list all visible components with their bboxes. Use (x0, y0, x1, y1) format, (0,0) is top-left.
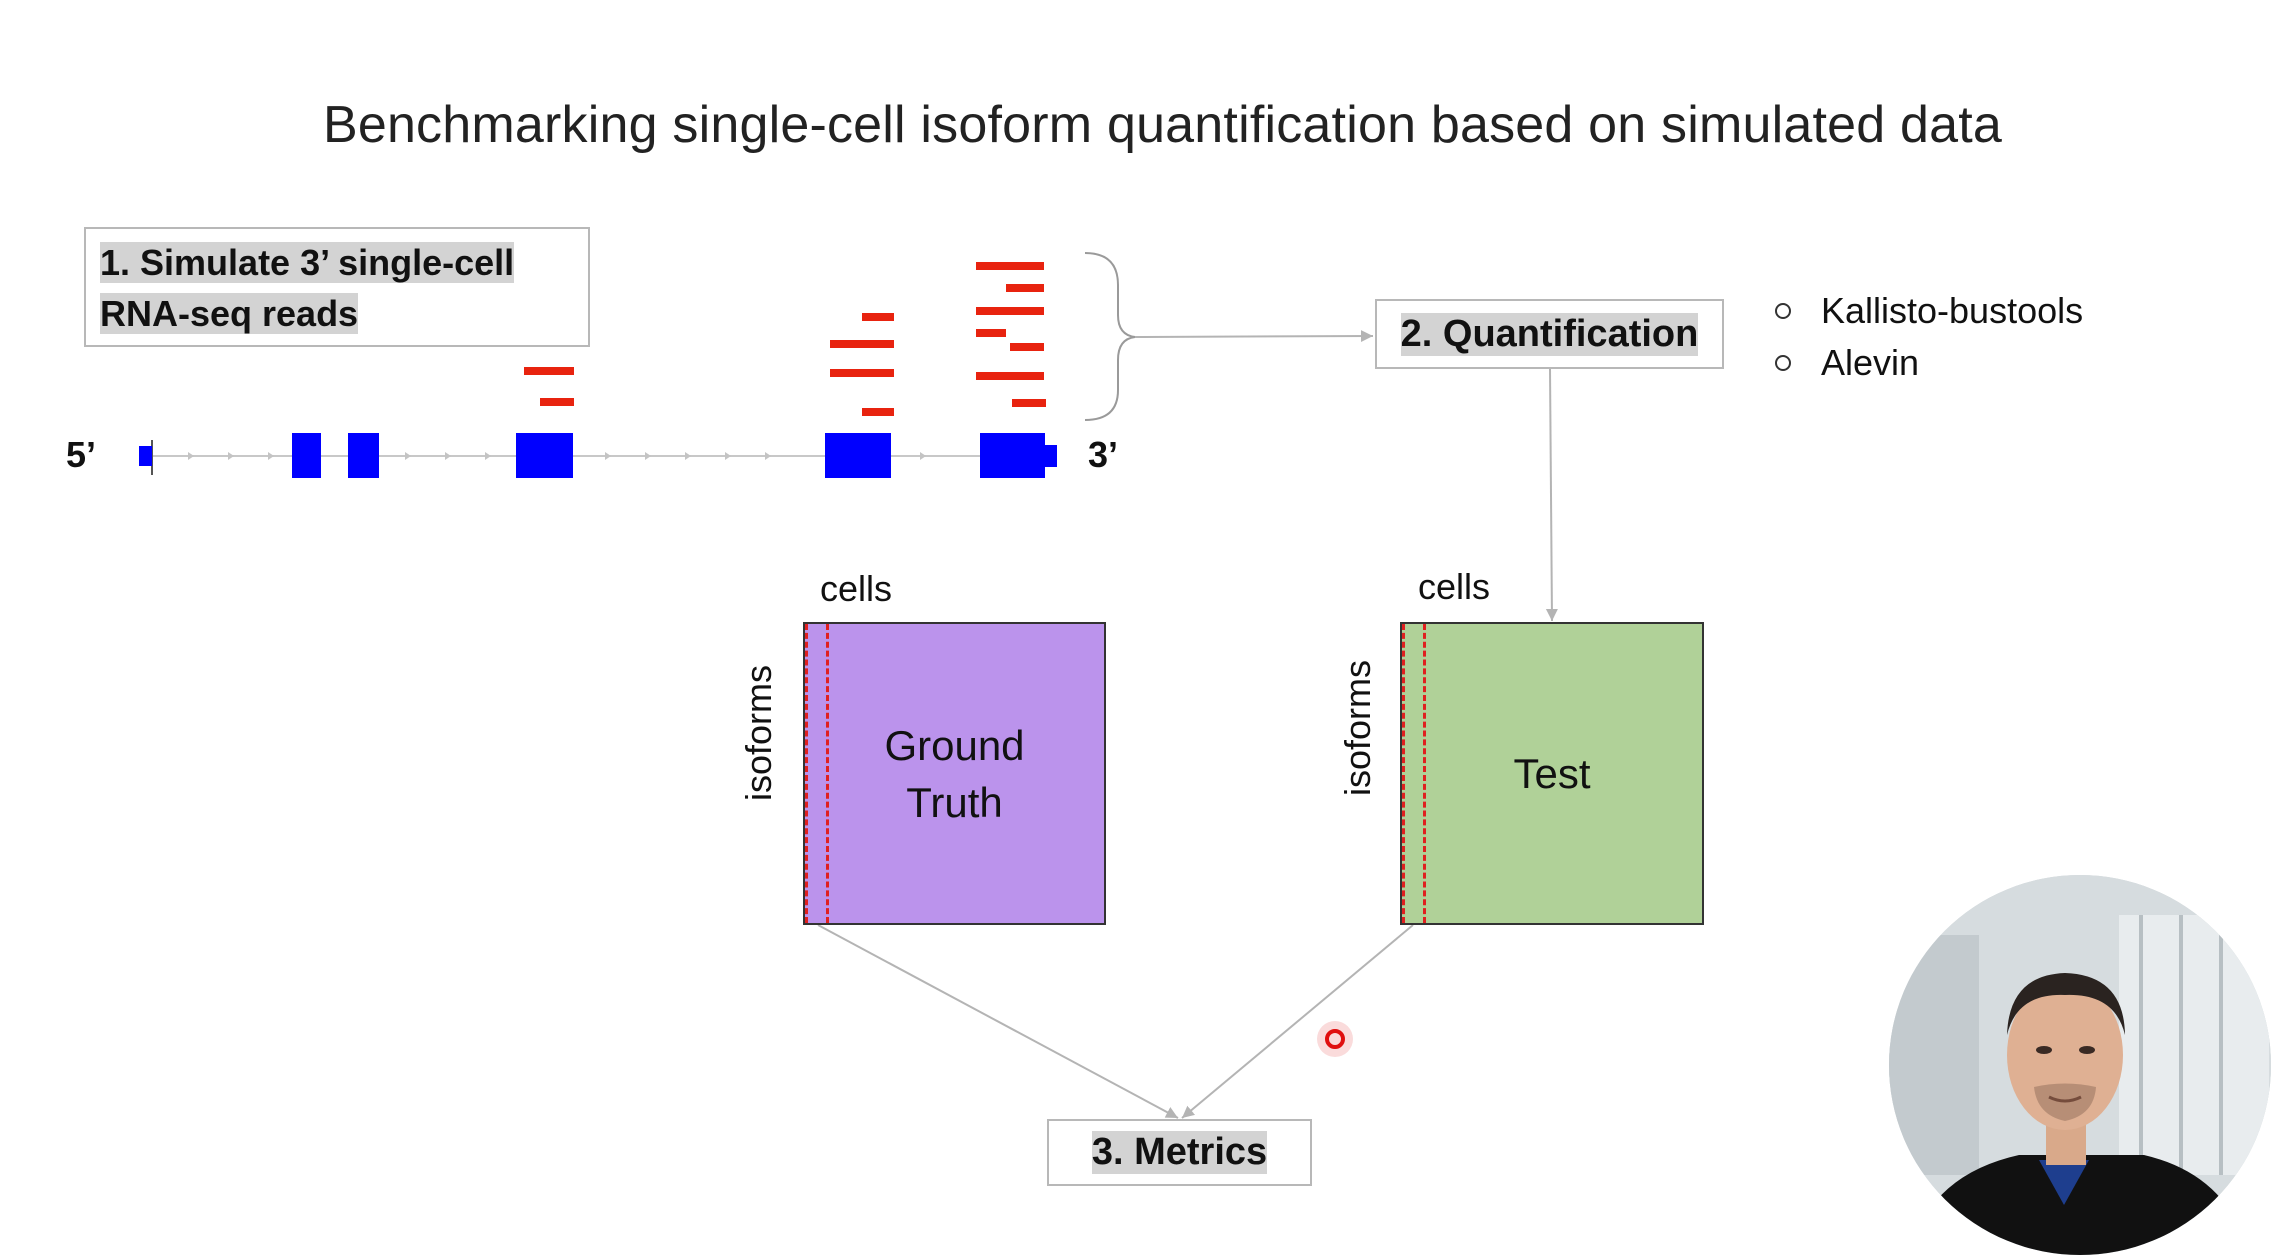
three-prime-label: 3’ (1088, 434, 1119, 475)
test-column-highlight (1402, 624, 1426, 923)
step1-line2: RNA-seq reads (100, 293, 359, 334)
exon-2 (292, 433, 321, 478)
step2-box: 2. Quantification (1375, 299, 1724, 369)
read (976, 262, 1044, 270)
test-label: Test (1513, 750, 1591, 797)
reads (524, 262, 1046, 416)
exon-1 (139, 446, 152, 466)
tool-name: Alevin (1821, 342, 1920, 383)
read (540, 398, 574, 406)
arrow-test-to-metrics (1181, 924, 1414, 1119)
read (830, 340, 894, 348)
read (862, 408, 894, 416)
arrow-quantification-to-test (1545, 368, 1558, 622)
presenter-avatar (1889, 875, 2271, 1255)
test-cells-label: cells (1418, 566, 1491, 607)
read (830, 369, 894, 377)
step1-box: 1. Simulate 3’ single-cell RNA-seq reads (84, 227, 590, 347)
pointer-cursor (1317, 1021, 1353, 1057)
step2-label: 2. Quantification (1400, 312, 1699, 356)
read (976, 329, 1006, 337)
step1-line1: 1. Simulate 3’ single-cell (100, 242, 515, 283)
tool-list-item: Kallisto-bustools (1775, 285, 2083, 337)
exon-6 (980, 433, 1045, 478)
ground-truth-isoforms-label: isoforms (738, 664, 779, 801)
gene-model (139, 433, 1057, 478)
arrow-groundtruth-to-metrics (817, 924, 1179, 1119)
ground-truth-cells-label: cells (820, 568, 893, 609)
five-prime-label: 5’ (66, 434, 97, 475)
test-isoforms-label: isoforms (1337, 659, 1378, 796)
step3-label: 3. Metrics (1091, 1131, 1268, 1174)
presenter-webcam (1889, 875, 2271, 1255)
tool-list-item: Alevin (1775, 337, 2083, 389)
ground-truth-column-highlight (805, 624, 829, 923)
read (524, 367, 574, 375)
slide-title: Benchmarking single-cell isoform quantif… (322, 96, 2003, 154)
read (976, 372, 1044, 380)
ground-truth-label: Ground Truth (884, 717, 1024, 831)
exon-4 (516, 433, 573, 478)
read (1006, 284, 1044, 292)
read (976, 307, 1044, 315)
read (1012, 399, 1046, 407)
test-matrix: Test (1400, 622, 1704, 925)
arrow-reads-to-quantification (1134, 330, 1374, 343)
exon-3 (348, 433, 379, 478)
read (862, 313, 894, 321)
tool-list: Kallisto-bustools Alevin (1775, 285, 2083, 389)
exon-5 (825, 433, 891, 478)
tool-name: Kallisto-bustools (1821, 290, 2084, 331)
curly-brace (1084, 252, 1136, 421)
step3-box: 3. Metrics (1047, 1119, 1312, 1186)
bullet-icon (1775, 303, 1791, 319)
exon-6-tail (1043, 445, 1057, 467)
intron-chevrons (188, 452, 926, 460)
ground-truth-label-line1: Ground (884, 721, 1025, 769)
bullet-icon (1775, 355, 1791, 371)
ground-truth-matrix: Ground Truth (803, 622, 1106, 925)
read (1010, 343, 1044, 351)
ground-truth-label-line2: Truth (906, 778, 1003, 826)
